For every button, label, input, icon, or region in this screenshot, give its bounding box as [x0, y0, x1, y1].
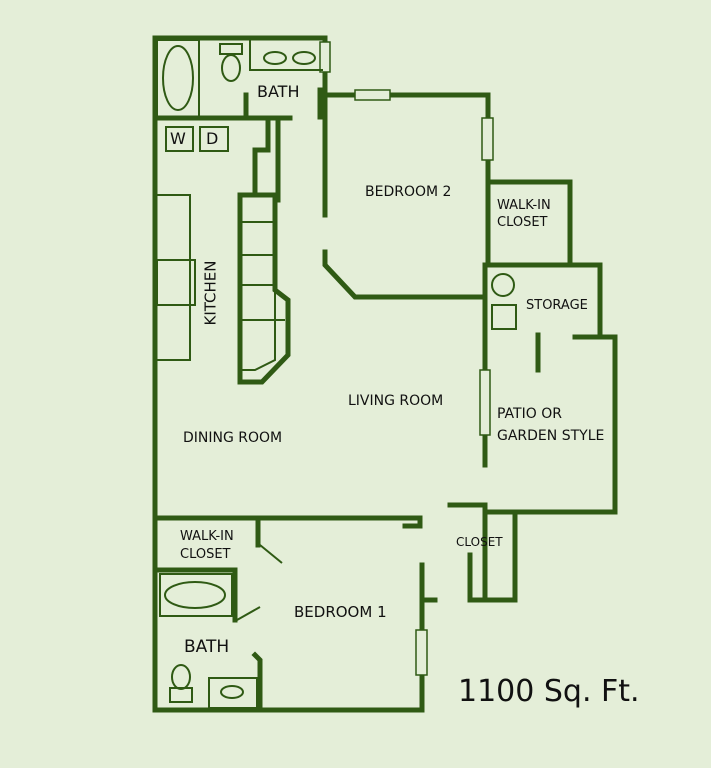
room-label-bath-top: BATH: [257, 82, 300, 101]
walkin-closet-top-line2: CLOSET: [497, 215, 548, 230]
room-label-closet: CLOSET: [456, 535, 503, 549]
patio-line1: PATIO OR: [497, 406, 562, 422]
room-label-storage: STORAGE: [526, 298, 588, 313]
room-label-bedroom-2: BEDROOM 2: [365, 184, 452, 200]
walkin-closet-top-line1: WALK-IN: [497, 198, 551, 213]
dryer-label: D: [206, 129, 219, 148]
room-label-patio: PATIO OR GARDEN STYLE: [497, 403, 604, 447]
room-label-walkin-closet-bottom: WALK-IN CLOSET: [180, 528, 234, 564]
fixtures: [156, 39, 517, 709]
room-label-kitchen: KITCHEN: [201, 260, 220, 326]
windows: [319, 41, 494, 676]
room-label-bedroom-1: BEDROOM 1: [294, 603, 387, 621]
room-label-bath-bottom: BATH: [184, 637, 230, 657]
washer-label: W: [170, 129, 186, 148]
room-label-living-room: LIVING ROOM: [348, 393, 444, 409]
walkin-closet-bottom-line1: WALK-IN: [180, 529, 234, 544]
walkin-closet-bottom-line2: CLOSET: [180, 547, 231, 562]
room-label-dining-room: DINING ROOM: [183, 430, 283, 446]
patio-line2: GARDEN STYLE: [497, 428, 605, 444]
room-label-walkin-closet-top: WALK-IN CLOSET: [497, 197, 551, 231]
area-label: 1100 Sq. Ft.: [458, 674, 640, 709]
